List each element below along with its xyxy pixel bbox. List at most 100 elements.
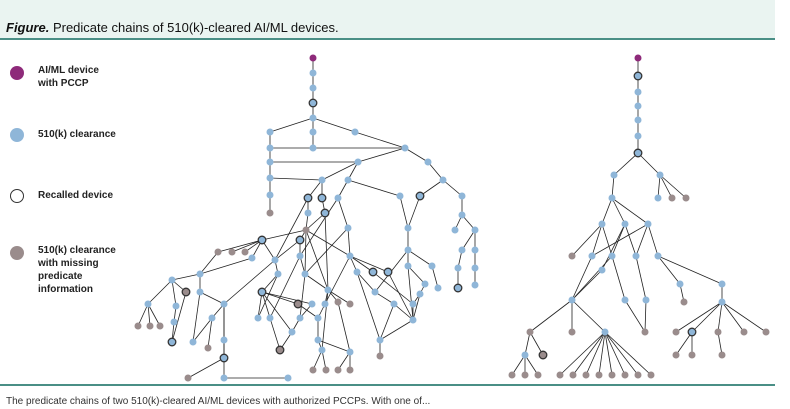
predicate-edge bbox=[374, 291, 395, 305]
predicate-edge bbox=[327, 289, 351, 305]
predicate-edge bbox=[337, 351, 351, 371]
predicate-edge bbox=[304, 229, 307, 275]
clearance-node bbox=[634, 102, 642, 110]
predicate-edge bbox=[137, 303, 149, 327]
predicate-edge bbox=[312, 117, 356, 133]
clearance-node bbox=[144, 300, 152, 308]
clearance-node bbox=[521, 351, 529, 359]
clearance-node bbox=[309, 128, 317, 136]
legend-swatch-missing bbox=[10, 246, 24, 260]
missing-predicate-node bbox=[568, 252, 576, 260]
clearance-node bbox=[189, 338, 197, 346]
missing-predicate-node bbox=[672, 328, 680, 336]
predicate-edge bbox=[624, 299, 646, 333]
clearance-node bbox=[266, 158, 274, 166]
clearance-node bbox=[168, 276, 176, 284]
missing-predicate-node bbox=[346, 300, 354, 308]
figure-caption: The predicate chains of two 510(k)-clear… bbox=[6, 396, 431, 407]
missing-predicate-node bbox=[672, 351, 680, 359]
recalled-clearance-node bbox=[320, 208, 330, 218]
predicate-edge bbox=[637, 152, 661, 176]
predicate-edge bbox=[356, 271, 381, 341]
predicate-edge bbox=[379, 319, 414, 341]
predicate-edge bbox=[404, 147, 429, 163]
clearance-node bbox=[296, 252, 304, 260]
predicate-edge bbox=[337, 197, 349, 229]
predicate-edge bbox=[657, 255, 681, 285]
clearance-node bbox=[471, 246, 479, 254]
predicate-edge bbox=[604, 331, 613, 376]
predicate-edge bbox=[354, 131, 406, 149]
predicate-edge bbox=[171, 273, 201, 281]
clearance-node bbox=[621, 220, 629, 228]
clearance-node bbox=[371, 288, 379, 296]
predicate-edge bbox=[223, 259, 276, 305]
predicate-edge bbox=[431, 265, 439, 289]
missing-predicate-node bbox=[680, 298, 688, 306]
clearance-node bbox=[308, 300, 316, 308]
clearance-node bbox=[309, 84, 317, 92]
predicate-edge bbox=[419, 179, 444, 197]
missing-predicate-node bbox=[641, 328, 649, 336]
predicate-edge bbox=[261, 291, 271, 319]
predicate-edge bbox=[261, 229, 307, 241]
predicate-edge bbox=[611, 223, 626, 257]
predicate-edge bbox=[657, 255, 723, 285]
clearance-node bbox=[396, 192, 404, 200]
predicate-edge bbox=[635, 255, 647, 301]
predicate-edge bbox=[647, 223, 659, 257]
missing-predicate-node bbox=[569, 371, 577, 379]
missing-predicate-node bbox=[688, 351, 696, 359]
missing-predicate-node bbox=[146, 322, 154, 330]
clearance-node bbox=[401, 144, 409, 152]
bottom-rule bbox=[0, 384, 775, 386]
predicate-edge bbox=[427, 161, 444, 181]
clearance-node bbox=[284, 374, 292, 382]
predicate-edge bbox=[691, 301, 723, 333]
predicate-edge bbox=[571, 255, 593, 301]
missing-predicate-node bbox=[134, 322, 142, 330]
left-chain bbox=[134, 54, 479, 382]
clearance-node bbox=[274, 270, 282, 278]
missing-predicate-node bbox=[682, 194, 690, 202]
predicate-edge bbox=[199, 291, 225, 305]
clearance-node bbox=[421, 280, 429, 288]
clearance-node bbox=[288, 328, 296, 336]
clearance-node bbox=[458, 192, 466, 200]
missing-predicate-node bbox=[334, 366, 342, 374]
predicate-edge bbox=[171, 291, 187, 343]
predicate-edge bbox=[231, 239, 263, 253]
missing-predicate-node bbox=[266, 209, 274, 217]
predicate-edge bbox=[207, 317, 213, 349]
predicate-edge bbox=[269, 317, 281, 351]
recalled-missing-predicate-node bbox=[275, 345, 285, 355]
clearance-node bbox=[220, 374, 228, 382]
missing-predicate-node bbox=[508, 371, 516, 379]
pccp-device-node bbox=[634, 54, 642, 62]
clearance-node bbox=[458, 246, 466, 254]
clearance-node bbox=[271, 256, 279, 264]
predicate-edge bbox=[192, 317, 213, 343]
clearance-node bbox=[266, 128, 274, 136]
recalled-missing-predicate-node bbox=[293, 299, 303, 309]
legend-swatch-clearance bbox=[10, 128, 24, 142]
predicate-edge bbox=[274, 239, 301, 261]
clearance-node bbox=[344, 176, 352, 184]
clearance-node bbox=[354, 158, 362, 166]
missing-predicate-node bbox=[184, 374, 192, 382]
predicate-edge bbox=[601, 197, 613, 225]
predicate-edge bbox=[635, 223, 649, 257]
legend-swatch-recalled bbox=[10, 189, 24, 203]
predicate-edge bbox=[675, 301, 723, 333]
clearance-node bbox=[304, 209, 312, 217]
missing-predicate-node bbox=[204, 344, 212, 352]
predicate-edge bbox=[511, 354, 526, 376]
clearance-node bbox=[208, 314, 216, 322]
clearance-node bbox=[654, 252, 662, 260]
missing-predicate-node bbox=[214, 248, 222, 256]
clearance-node bbox=[632, 252, 640, 260]
predicate-edge bbox=[312, 349, 323, 371]
recalled-clearance-node bbox=[415, 191, 425, 201]
clearance-node bbox=[351, 128, 359, 136]
